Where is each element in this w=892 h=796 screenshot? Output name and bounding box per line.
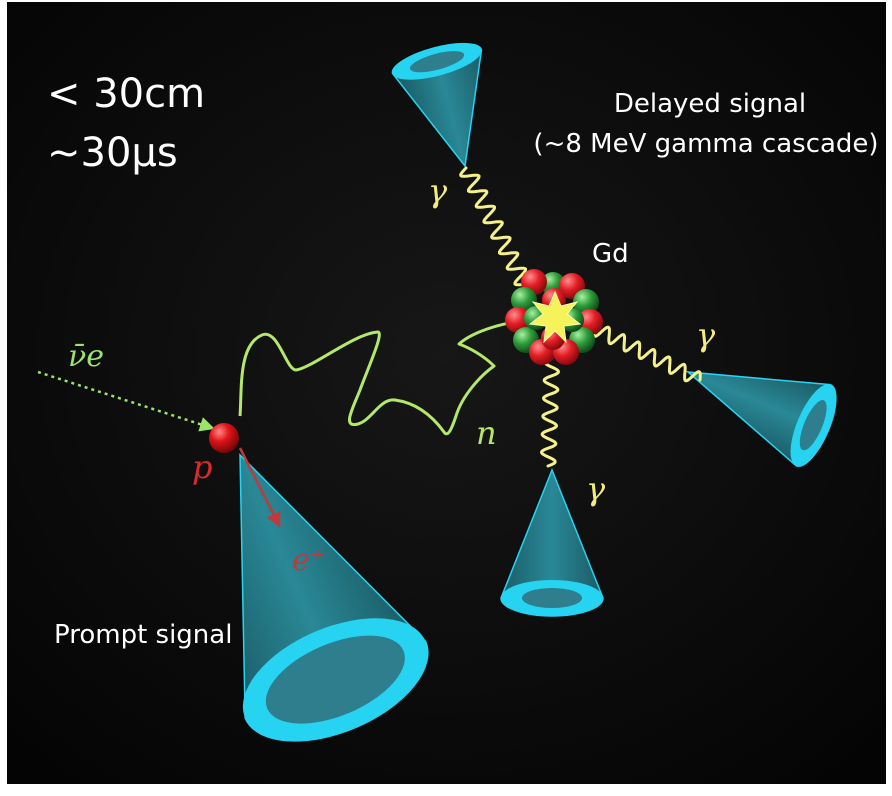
time-label: ~30μs (47, 130, 178, 176)
cone-right (685, 371, 837, 467)
flash-icon (528, 290, 582, 344)
gamma-wave-bottom (539, 356, 561, 468)
cone-prompt (239, 453, 429, 742)
positron-arrow (238, 447, 281, 528)
delayed-signal-line2: (~8 MeV gamma cascade) (533, 129, 878, 159)
cone-bottom (500, 467, 604, 617)
neutron-label: n (476, 414, 497, 452)
gamma-label-right: γ (696, 316, 716, 354)
proton (209, 423, 239, 453)
gd-label: Gd (592, 239, 629, 269)
gamma-wave-right (592, 325, 702, 383)
gamma-waves (459, 166, 702, 468)
neutrino-label: ν̄e (68, 339, 104, 374)
neutrino-path (37, 370, 215, 432)
gamma-label-bottom: γ (586, 470, 606, 508)
delayed-signal-line1: Delayed signal (614, 89, 806, 119)
cone-top (391, 42, 483, 168)
gamma-label-top: γ (428, 172, 448, 210)
gd-nucleus (505, 269, 603, 365)
proton-label: p (192, 448, 212, 486)
positron-label: e⁺ (292, 543, 326, 578)
gamma-wave-top (459, 166, 535, 294)
distance-label: < 30cm (47, 71, 205, 117)
neutron-path (238, 320, 515, 436)
prompt-signal-label: Prompt signal (54, 620, 232, 650)
